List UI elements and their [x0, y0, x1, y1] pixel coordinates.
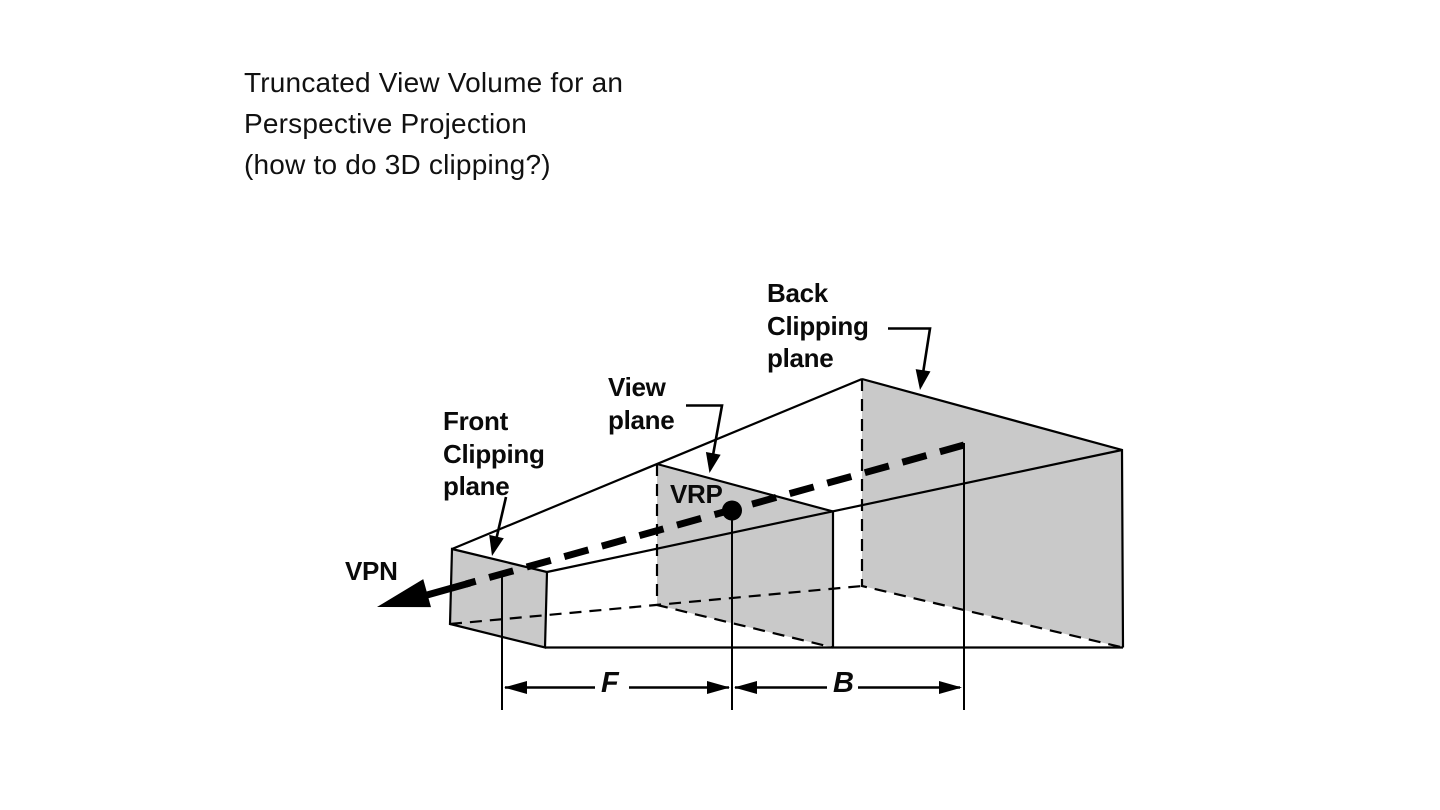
back-plane-hidden-edges — [860, 379, 1124, 649]
front-label-arrow — [489, 496, 508, 556]
back-clipping-plane-face — [862, 379, 1123, 648]
vpn-axis — [377, 441, 965, 608]
back-distance-label: B — [833, 667, 854, 699]
b-dimension-arrow — [734, 681, 962, 694]
vpn-axis-dashed-line — [465, 441, 965, 588]
view-label-arrowhead — [705, 451, 721, 473]
view-plane-label: View plane — [608, 372, 675, 435]
f-left-arrowhead — [504, 681, 527, 694]
vpn-label: VPN — [345, 556, 398, 586]
diagram-title: Truncated View Volume for an Perspective… — [244, 67, 624, 180]
back-clipping-plane-label: Back Clipping plane — [767, 278, 869, 373]
f-right-arrowhead — [707, 681, 730, 694]
vrp-point — [722, 500, 742, 521]
view-plane-visible-edges — [656, 462, 835, 648]
back-label-arrow — [888, 327, 932, 390]
back-label-arrowhead — [915, 369, 931, 390]
vpn-arrowhead — [377, 579, 431, 608]
b-left-arrowhead — [734, 681, 757, 694]
vrp-label: VRP — [670, 479, 723, 509]
view-plane-hidden-edges — [655, 464, 834, 649]
b-right-arrowhead — [939, 681, 962, 694]
view-label-arrow — [686, 404, 724, 473]
front-distance-label: F — [601, 667, 619, 699]
back-plane-visible-edges — [861, 377, 1125, 648]
front-clipping-plane-label: Front Clipping plane — [443, 406, 545, 501]
front-label-arrowhead — [489, 534, 504, 556]
frustum-top-front-edge — [546, 448, 1123, 574]
f-dimension-arrow — [504, 681, 730, 694]
